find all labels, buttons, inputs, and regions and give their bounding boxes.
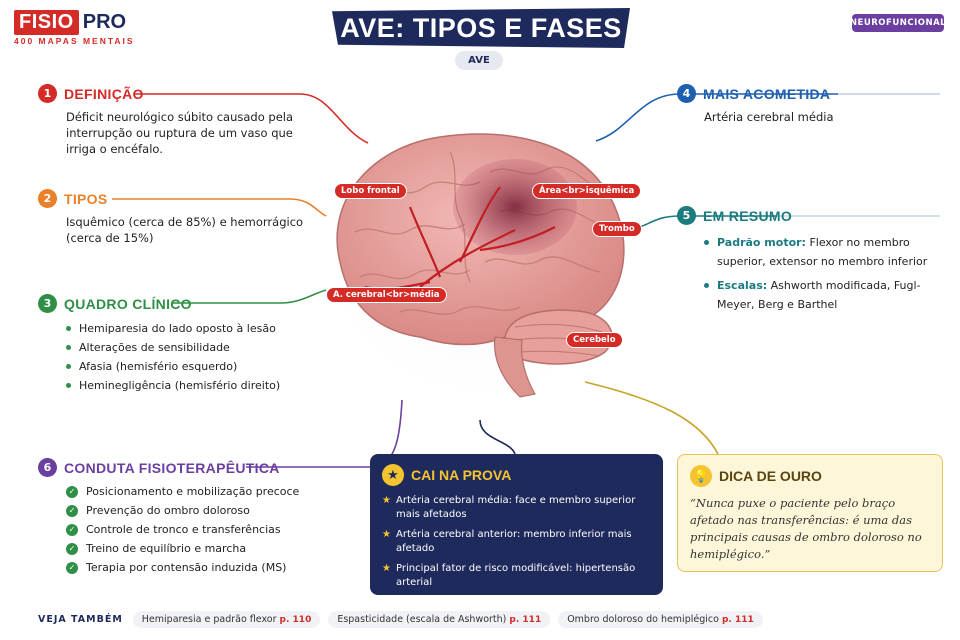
section-number: 1 (38, 84, 57, 103)
label-area-isquemica: Área<br>isquêmica (532, 183, 642, 199)
brand-logo: FISIO PRO 400 MAPAS MENTAIS (14, 10, 135, 46)
list-item: ✓Controle de tronco e transferências (66, 520, 338, 539)
veja-link[interactable]: Espasticidade (escala de Ashworth) p. 11… (328, 611, 551, 628)
brain-image (312, 112, 648, 412)
item-key: Padrão motor: (717, 236, 806, 249)
dica-de-ouro-box: 💡 DICA DE OURO “Nunca puxe o paciente pe… (677, 454, 943, 572)
section-number: 5 (677, 206, 696, 225)
label-arteria-media: A. cerebral<br>média (326, 287, 447, 303)
prova-title: CAI NA PROVA (411, 467, 512, 483)
section-title: QUADRO CLÍNICO (64, 295, 192, 312)
list-item: ✓Prevenção do ombro doloroso (66, 501, 338, 520)
check-icon: ✓ (66, 485, 78, 498)
section-title: TIPOS (64, 190, 108, 207)
section-number: 2 (38, 189, 57, 208)
veja-link[interactable]: Hemiparesia e padrão flexor p. 110 (132, 611, 321, 628)
lightbulb-icon: 💡 (690, 465, 712, 487)
section-em-resumo: 5 EM RESUMO Padrão motor: Flexor no memb… (677, 206, 947, 319)
dica-title: DICA DE OURO (719, 468, 822, 484)
page-title: AVE: TIPOS E FASES (332, 8, 630, 48)
section-body: Déficit neurológico súbito causado pela … (66, 110, 294, 156)
label-lobo-frontal: Lobo frontal (334, 183, 407, 199)
list-item: Artéria cerebral anterior: membro inferi… (382, 528, 651, 556)
list-item: Hemiparesia do lado oposto à lesão (66, 319, 308, 338)
category-badge: NEUROFUNCIONAL (850, 14, 946, 32)
section-title: CONDUTA FISIOTERAPÊUTICA (64, 459, 280, 476)
list-item: ✓Treino de equilíbrio e marcha (66, 539, 338, 558)
list-item: Escalas: Ashworth modificada, Fugl-Meyer… (704, 276, 947, 314)
section-number: 6 (38, 458, 57, 477)
dica-text: “Nunca puxe o paciente pelo braço afetad… (690, 496, 922, 561)
topic-pill: AVE (455, 51, 503, 70)
cai-na-prova-box: ★ CAI NA PROVA Artéria cerebral média: f… (370, 454, 663, 595)
veja-label: VEJA TAMBÉM (38, 614, 123, 625)
list-item: Alterações de sensibilidade (66, 338, 308, 357)
list-item: ✓Posicionamento e mobilização precoce (66, 482, 338, 501)
veja-tambem: VEJA TAMBÉM Hemiparesia e padrão flexor … (38, 611, 771, 628)
brand-subtitle: 400 MAPAS MENTAIS (14, 36, 135, 46)
list-item: ✓Terapia por contensão induzida (MS) (66, 558, 338, 577)
list-item: Heminegligência (hemisfério direito) (66, 376, 308, 395)
list-item: Afasia (hemisfério esquerdo) (66, 357, 308, 376)
list-item: Artéria cerebral média: face e membro su… (382, 494, 651, 522)
section-number: 3 (38, 294, 57, 313)
label-trombo: Trombo (592, 221, 642, 237)
section-title: MAIS ACOMETIDA (703, 85, 831, 102)
section-tipos: 2 TIPOS Isquêmico (cerca de 85%) e hemor… (38, 189, 308, 246)
item-text: Flexor no membro superior, extensor no m… (717, 236, 928, 268)
brain-illustration: Lobo frontal Área<br>isquêmica Trombo A.… (310, 112, 650, 422)
item-key: Escalas: (717, 279, 768, 292)
star-icon: ★ (382, 464, 404, 486)
section-body: Artéria cerebral média (704, 110, 834, 124)
check-icon: ✓ (66, 504, 78, 517)
label-cerebelo: Cerebelo (566, 332, 623, 348)
list-item: Principal fator de risco modificável: hi… (382, 562, 651, 590)
section-title: EM RESUMO (703, 207, 793, 224)
check-icon: ✓ (66, 523, 78, 536)
section-number: 4 (677, 84, 696, 103)
section-conduta: 6 CONDUTA FISIOTERAPÊUTICA ✓Posicionamen… (38, 458, 338, 577)
list-item: Padrão motor: Flexor no membro superior,… (704, 233, 947, 271)
section-title: DEFINIÇÃO (64, 85, 144, 102)
item-text: Ashworth modificada, Fugl-Meyer, Berg e … (717, 279, 921, 311)
veja-link[interactable]: Ombro doloroso do hemiplégico p. 111 (558, 611, 763, 628)
section-body: Isquêmico (cerca de 85%) e hemorrágico (… (66, 215, 304, 245)
section-mais-acometida: 4 MAIS ACOMETIDA Artéria cerebral média (677, 84, 937, 125)
section-definicao: 1 DEFINIÇÃO Déficit neurológico súbito c… (38, 84, 308, 157)
check-icon: ✓ (66, 561, 78, 574)
brand-fisio: FISIO (14, 10, 79, 35)
check-icon: ✓ (66, 542, 78, 555)
brand-pro: PRO (82, 11, 127, 33)
section-quadro-clinico: 3 QUADRO CLÍNICO Hemiparesia do lado opo… (38, 294, 308, 395)
